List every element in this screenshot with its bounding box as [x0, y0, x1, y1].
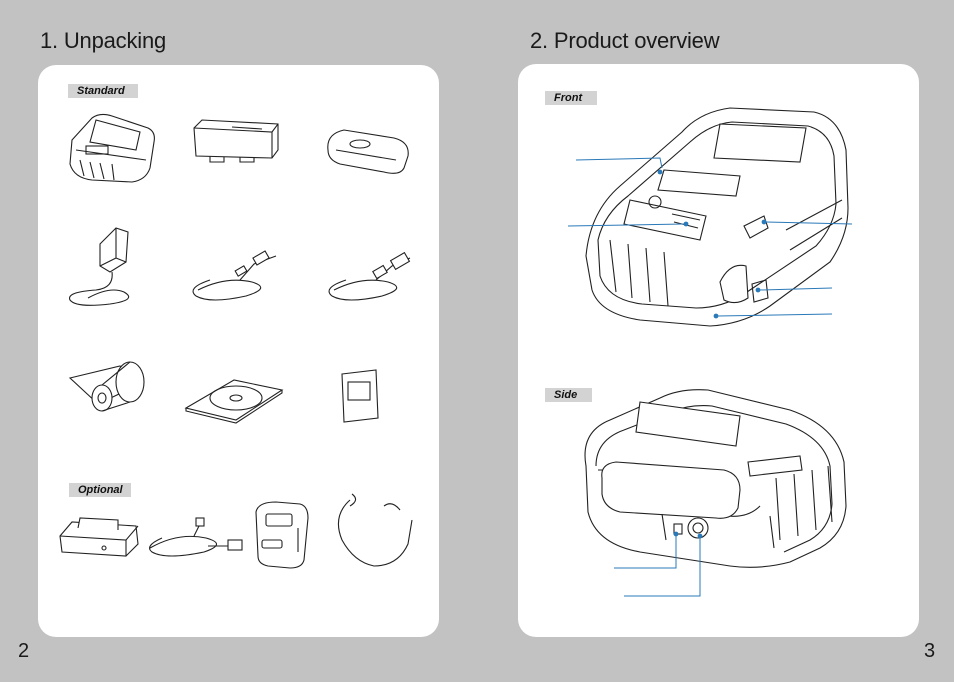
front-callouts — [567, 157, 853, 319]
belt-clip-icon — [327, 129, 409, 174]
page-number-left: 2 — [18, 640, 30, 662]
usb-cable-icon — [192, 250, 277, 301]
side-label: Side — [545, 388, 592, 402]
shoulder-strap-icon — [337, 493, 413, 567]
standard-label: Standard — [68, 84, 138, 98]
power-adapter-icon — [68, 227, 130, 306]
printer-side-illustration — [584, 389, 847, 568]
page-number-right: 3 — [924, 640, 936, 662]
manual-icon — [341, 369, 379, 423]
page-title-unpacking: 1. Unpacking — [40, 28, 167, 53]
carrying-case-icon — [255, 501, 309, 569]
serial-cable-icon — [328, 251, 411, 301]
battery-icon — [193, 119, 279, 163]
optional-label: Optional — [69, 483, 131, 497]
car-charger-cable-icon — [149, 517, 243, 557]
cd-icon — [184, 379, 284, 424]
side-callouts — [614, 531, 703, 597]
page-title-product-overview: 2. Product overview — [530, 28, 720, 53]
paper-roll-icon — [68, 361, 145, 412]
printer-front-illustration — [585, 107, 849, 327]
front-label: Front — [545, 91, 597, 105]
printer-icon — [69, 113, 155, 183]
cradle-icon — [59, 517, 139, 557]
